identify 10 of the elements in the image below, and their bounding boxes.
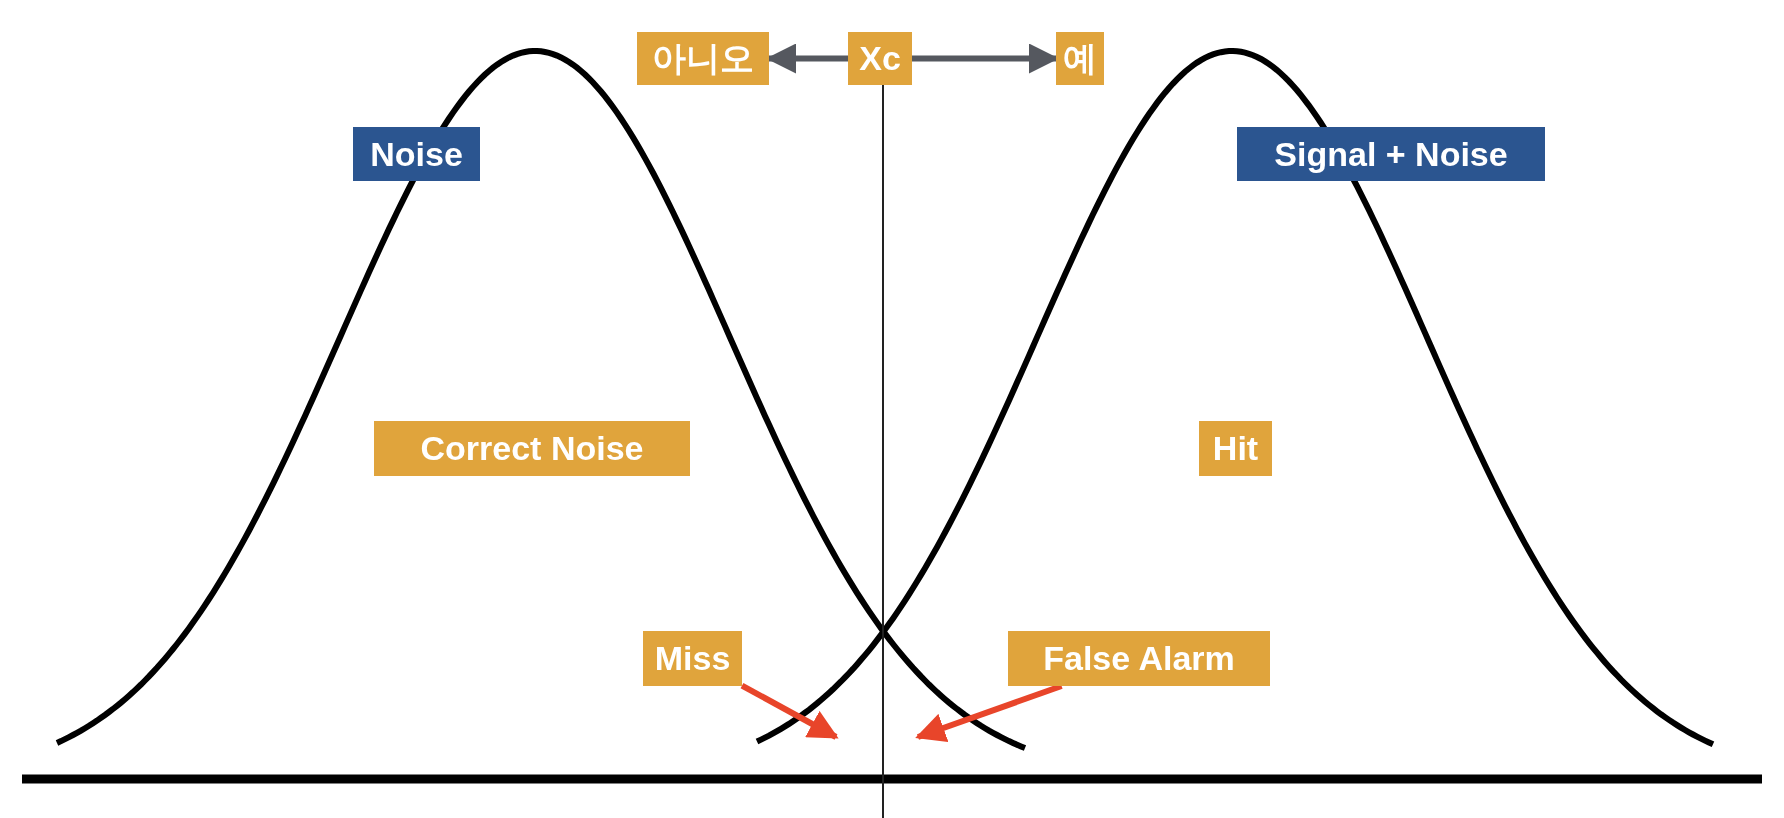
curve-label: Noise: [353, 127, 480, 181]
region-label: Miss: [643, 631, 742, 686]
region-label: 예: [1056, 32, 1104, 85]
curve-label: Signal + Noise: [1237, 127, 1545, 181]
region-label: False Alarm: [1008, 631, 1270, 686]
region-label: Xc: [848, 32, 912, 85]
region-label: Hit: [1199, 421, 1272, 476]
region-label: 아니오: [637, 32, 769, 85]
region-label: Correct Noise: [374, 421, 690, 476]
arrow: [740, 682, 839, 740]
